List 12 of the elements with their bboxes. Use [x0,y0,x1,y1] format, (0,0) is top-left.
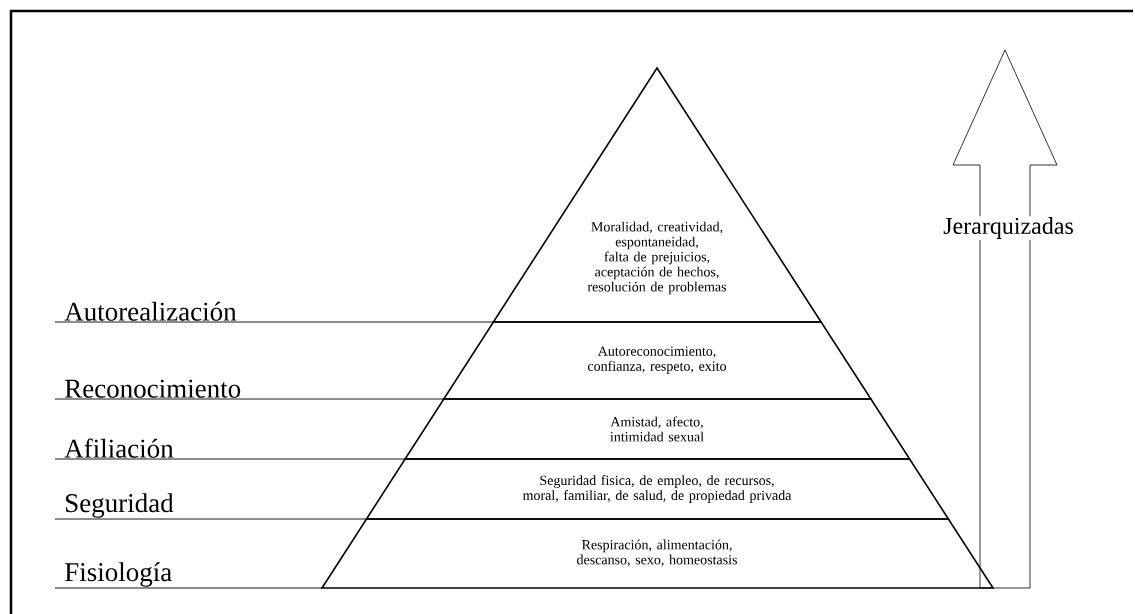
underline [54,321,494,323]
underline [54,458,406,460]
underline [54,518,367,520]
pyramid-level: Seguridad fisica, de empleo, de recursos, moral, familiar, de salud, de propiedad privada [365,458,950,520]
level-name: Seguridad [66,493,174,518]
level-name: Autorealización [64,301,237,321]
level-name: Fisiología [65,562,172,587]
level-name: Reconocimiento [65,379,241,398]
underline [54,398,445,400]
arrow-label: Jerarquizadas [942,216,1075,240]
level-name: Afiliación [64,438,174,458]
underline [54,587,323,589]
